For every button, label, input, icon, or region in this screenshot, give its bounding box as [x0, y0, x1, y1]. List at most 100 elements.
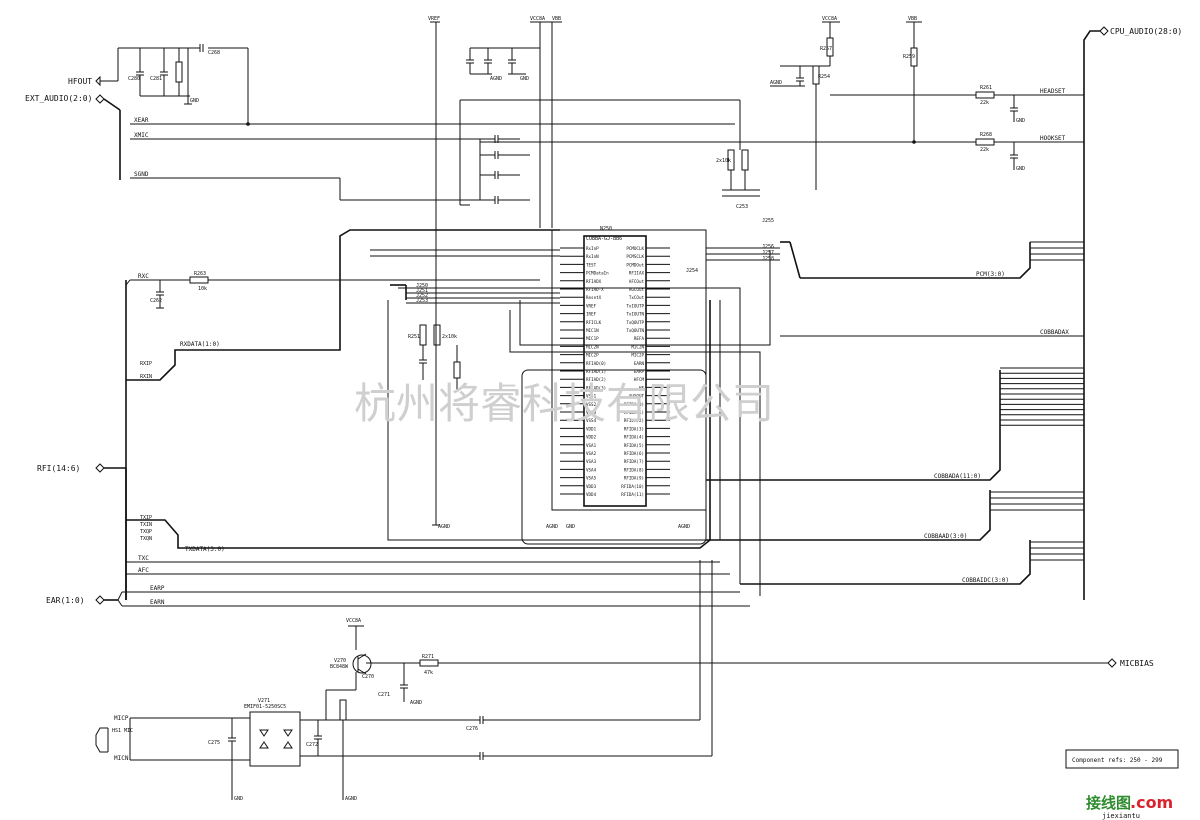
headset-label: HEADSET	[1040, 88, 1066, 95]
chip-right-pin-label: TxIOUTP	[626, 303, 644, 308]
chip-right-pin-label: PCMOCLK	[626, 246, 644, 251]
gnd-label-vcc: GND	[520, 76, 529, 82]
r251-label: R251	[408, 334, 420, 340]
chip-gnd-frame	[521, 369, 707, 545]
c262-label: C262	[150, 298, 162, 304]
r263-value: 10k	[198, 286, 207, 292]
micn-label: MICN	[114, 755, 129, 762]
agnd-label-mic: AGND	[345, 796, 357, 802]
cobbaad-label: COBBAAD(3:0)	[924, 533, 967, 540]
c281-label: C281	[150, 76, 162, 82]
chip-left-pin-label: ResetX	[586, 295, 602, 300]
chip-left-pin-label: RFIAD(0)	[586, 361, 606, 366]
gnd-label-chip: GND	[566, 524, 575, 530]
v271-label: V271	[258, 698, 270, 704]
rxc-label: RXC	[138, 273, 149, 280]
c253-label: C253	[736, 204, 748, 210]
cobbaad-lines	[990, 491, 1084, 511]
hfout-network: C268 C280 C281 GND	[117, 44, 250, 126]
mic-circuit: MICP MICN HS1 MIC C275 GND V271 EMIF01-5…	[95, 560, 713, 802]
chip-left-pin-label: MIC1P	[586, 336, 599, 341]
mic-icon	[95, 727, 108, 753]
pcm-label: PCM(3:0)	[976, 271, 1005, 278]
gnd-label-hf: GND	[190, 98, 199, 104]
chip-right-pin-label: TxQOUTP	[626, 320, 644, 325]
j253-label: J253	[416, 298, 428, 304]
cpu-audio-label: CPU_AUDIO(28:0)	[1110, 27, 1182, 36]
chip-right-pin-label: RFIIAX	[629, 271, 645, 276]
txc-label: TXC	[138, 555, 149, 562]
inner-frame-3	[509, 310, 761, 596]
chip-right-pin-label: AFCOut	[629, 279, 645, 284]
r271-value: 47k	[424, 670, 433, 676]
vref-label: VREF	[428, 16, 440, 22]
r254-label: R254	[818, 74, 830, 80]
chip-right-pin-label: TxIOUTN	[626, 312, 644, 317]
c276-label: C276	[466, 726, 478, 732]
chip-left-pin-label: VSS3	[586, 410, 597, 415]
cobbada-label: COBBADA(11:0)	[934, 473, 981, 480]
chip-part: COBBA-GJ-BB6	[586, 236, 622, 242]
vbb2-label: VBB	[908, 16, 917, 22]
chip-right-pin-label: RFIDA(8)	[624, 467, 644, 472]
sgnd-label: SGND	[134, 171, 149, 178]
r263-label: R263	[194, 271, 206, 277]
r251-network: R251 2x10k	[408, 324, 461, 390]
agnd-label-vcc: AGND	[490, 76, 502, 82]
agnd-label-mb: AGND	[410, 700, 422, 706]
chip-left-pin-label: VSS2	[586, 402, 597, 407]
chip-left-pin-label: MIC1N	[586, 328, 599, 333]
j256-label: J256	[762, 244, 774, 250]
chip-right-pin-label: RFIDA(6)	[624, 451, 644, 456]
chip-left-pins: RxInPRxInNTESTPCMDataInRFIADXRFIAD-XRese…	[560, 246, 609, 497]
r254-network: 2x10k C253	[459, 99, 760, 210]
connector-j250-j253: J250 J251 J252 J253	[390, 283, 560, 304]
r257-label: R257	[820, 46, 832, 52]
j254-label: J254	[686, 268, 698, 274]
micp-label: MICP	[114, 715, 129, 722]
ext-audio-label: EXT_AUDIO(2:0)	[25, 94, 92, 103]
chip-left-pin-label: VREF	[586, 303, 597, 308]
cobbaidc-label: COBBAIDC(3:0)	[962, 577, 1009, 584]
chip-ref: N250	[600, 226, 612, 232]
logo-cn: 接线图	[1086, 794, 1131, 812]
logo-dom: .com	[1130, 793, 1173, 812]
txqn-label: TXQN	[140, 536, 152, 542]
chip-right-pin-label: RFIDA(1)	[624, 410, 644, 415]
chip-right-pin-label: AUXOUT	[629, 394, 645, 399]
hfout-port: HFOUT	[68, 75, 118, 87]
c275-label: C275	[208, 740, 220, 746]
chip-left-pin-label: VDD3	[586, 484, 597, 489]
j250-label: J250	[416, 283, 428, 289]
xear-label: XEAR	[134, 117, 149, 124]
chip-left-pin-label: TEST	[586, 262, 597, 267]
vcc2-rail: VCC8A R257 AGND R254	[770, 16, 840, 190]
v271-emif	[249, 711, 301, 767]
note-text: Component refs: 250 - 299	[1072, 757, 1163, 764]
r251-value: 2x10k	[442, 334, 457, 340]
chip-right-pin-label: TxCOut	[629, 295, 645, 300]
chip-left-pin-label: RFIADX	[586, 279, 602, 284]
micbias-circuit: VCC8A V270 BC848W R271 47k C271 AGND C27…	[325, 618, 1108, 802]
cobbada-lines	[1000, 367, 1084, 426]
ear-label: EAR(1:0)	[46, 596, 85, 605]
chip-left-pin-label: VSS1	[586, 394, 597, 399]
chip-left-pin-label: RxInN	[586, 254, 599, 259]
chip-left-pin-label: VDD2	[586, 435, 597, 440]
chip-right-pin-label: RFIDA(4)	[624, 435, 644, 440]
chip-right-pin-label: RFIDA(2)	[624, 418, 644, 423]
chip-right-pin-label: TxQOUTN	[626, 328, 644, 333]
v271-value: EMIF01-5250SC5	[244, 704, 286, 710]
chip-right-pins: PCMOCLKPCMSCLKPCMDOutRFIIAXAFCOutAGCOutT…	[621, 246, 670, 497]
chip-right-pin-label: RFIDA(11)	[621, 492, 644, 497]
chip-left-pin-label: IREF	[586, 312, 597, 317]
r263-resistor	[189, 276, 209, 284]
chip-left-pin-label: RFICLK	[586, 320, 602, 325]
j255-label: J255	[762, 218, 774, 224]
chip-right-pin-label: PCMSCLK	[626, 254, 644, 259]
rxdata-bus	[126, 229, 560, 381]
chip-right-pin-label: HFCM	[634, 377, 645, 382]
r272-resistor	[339, 699, 347, 721]
chip-right-pin-label: MIC2P	[631, 353, 644, 358]
